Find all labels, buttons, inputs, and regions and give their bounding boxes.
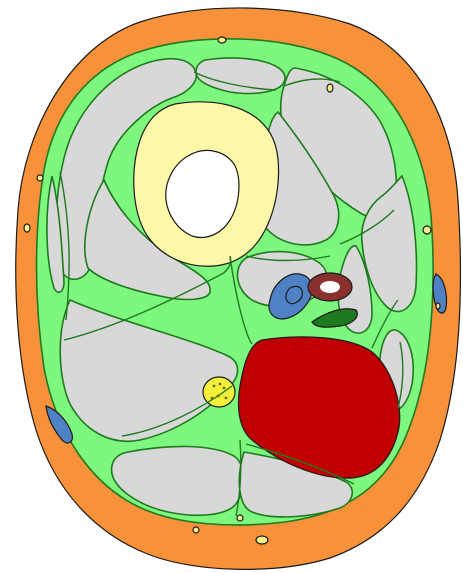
nerve-fascicle-dot xyxy=(219,383,222,386)
fat-dot-top xyxy=(218,37,226,43)
fat-dot-bottom-left xyxy=(193,527,199,533)
nerve-fascicle-dot xyxy=(211,397,214,400)
nerve-fascicle-dot xyxy=(213,385,216,388)
fat-dot-right xyxy=(423,226,431,234)
bone xyxy=(134,102,279,266)
fat-dot-top-right xyxy=(327,84,333,92)
nerve-fascicle-dot xyxy=(217,395,220,398)
fat-dot-left xyxy=(24,224,30,232)
nerve-fascicle-dot xyxy=(223,387,226,390)
fat-dot-bottom-mid xyxy=(237,515,243,521)
fat-dot-right-lower xyxy=(436,303,440,309)
fat-dot-bottom xyxy=(256,536,268,544)
artery-lumen xyxy=(320,281,340,293)
fat-dot-left-mid xyxy=(37,175,43,181)
nerve-fascicle-dot xyxy=(225,397,228,400)
